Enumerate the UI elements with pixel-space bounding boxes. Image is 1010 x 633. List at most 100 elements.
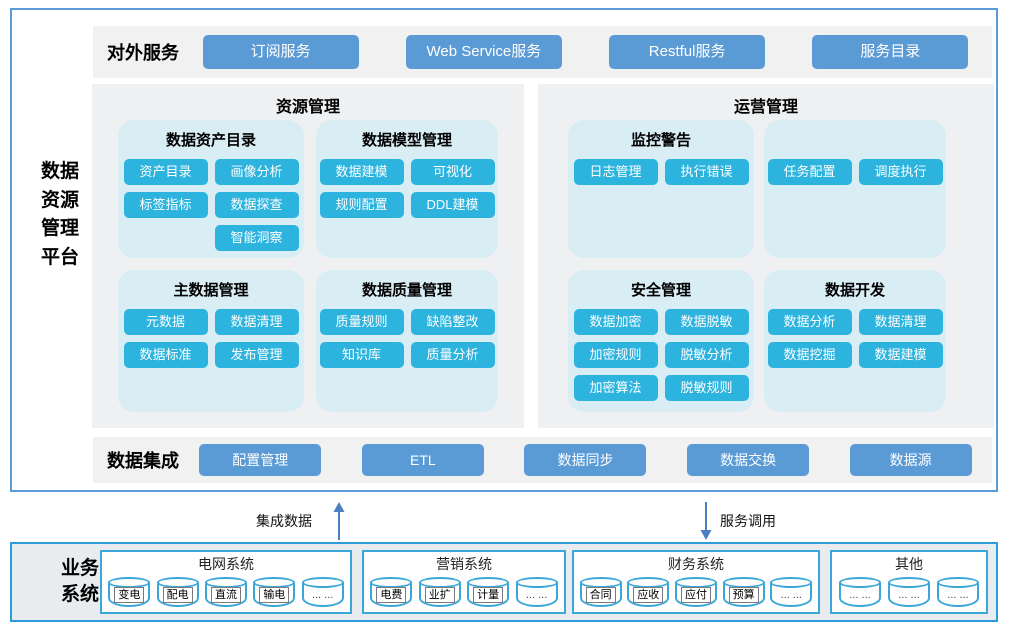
db-label: 直流 <box>210 587 241 603</box>
module-button[interactable]: 数据清理 <box>858 309 943 335</box>
database-cylinder-icon: 业扩 <box>418 577 461 607</box>
db-label: 配电 <box>162 587 193 603</box>
module-button[interactable]: 日志管理 <box>573 159 658 185</box>
platform-title-line: 平台 <box>40 246 79 268</box>
system-title: 其他 <box>895 556 923 572</box>
data-exchange-button[interactable]: 数据交换 <box>687 444 810 476</box>
module-button[interactable]: 脱敏规则 <box>664 375 749 401</box>
database-cylinder-icon: 变电 <box>108 577 151 607</box>
database-cylinder-icon: ... ... <box>839 577 881 607</box>
platform-title: 数据 资源 管理 平台 <box>30 158 90 272</box>
module-button[interactable]: 元数据 <box>123 309 208 335</box>
module-button[interactable]: 数据探查 <box>214 192 299 218</box>
module-button[interactable]: 质量分析 <box>410 342 495 368</box>
module-button[interactable]: 数据建模 <box>858 342 943 368</box>
data-integration-buttons: 配置管理 ETL 数据同步 数据交换 数据源 <box>179 444 992 476</box>
group-title: 数据资产目录 <box>165 132 256 149</box>
database-cylinder-icon: 输电 <box>253 577 296 607</box>
module-button[interactable]: 数据标准 <box>123 342 208 368</box>
external-services-label: 对外服务 <box>107 43 179 63</box>
restful-service-button[interactable]: Restful服务 <box>609 35 766 69</box>
database-cylinder-icon: 配电 <box>156 577 199 607</box>
module-button[interactable]: 加密规则 <box>573 342 658 368</box>
database-cylinder-icon: ... ... <box>937 577 979 607</box>
group-title: 数据开发 <box>824 282 885 299</box>
database-cylinder-icon: ... ... <box>301 577 344 607</box>
module-button[interactable]: 规则配置 <box>319 192 404 218</box>
module-button[interactable]: 智能洞察 <box>214 225 299 251</box>
module-button[interactable]: 画像分析 <box>214 159 299 185</box>
system-title: 财务系统 <box>668 556 724 572</box>
module-button[interactable]: 数据清理 <box>214 309 299 335</box>
data-source-button[interactable]: 数据源 <box>849 444 972 476</box>
business-systems-box: 业务 系统 电网系统 变电 配电 直流 输电 ... ... 营销系统 电费 业… <box>10 542 998 622</box>
module-button[interactable]: 数据加密 <box>573 309 658 335</box>
platform-title-line: 数据 <box>40 161 79 182</box>
system-other: 其他 ... ... ... ... ... ... <box>830 550 988 614</box>
module-button[interactable]: 数据建模 <box>319 159 404 185</box>
data-integration-row: 数据集成 配置管理 ETL 数据同步 数据交换 数据源 <box>93 437 992 483</box>
module-button[interactable]: 加密算法 <box>573 375 658 401</box>
db-label: ... ... <box>947 589 969 601</box>
module-button[interactable]: 可视化 <box>410 159 495 185</box>
web-service-button[interactable]: Web Service服务 <box>405 35 562 69</box>
module-button[interactable]: 任务配置 <box>767 159 852 185</box>
group-master-data-mgmt: 主数据管理 元数据 数据清理 数据标准 发布管理 <box>118 270 304 412</box>
module-button[interactable]: 数据脱敏 <box>664 309 749 335</box>
etl-button[interactable]: ETL <box>361 444 484 476</box>
group-security-mgmt: 安全管理 数据加密 数据脱敏 加密规则 脱敏分析 加密算法 脱敏规则 <box>568 270 754 412</box>
group-title: 数据质量管理 <box>361 282 452 299</box>
system-grid: 电网系统 变电 配电 直流 输电 ... ... <box>100 550 352 614</box>
group-title: 安全管理 <box>630 282 691 299</box>
db-label: 合同 <box>585 587 616 603</box>
db-label: 计量 <box>473 587 504 603</box>
db-label: 输电 <box>259 587 290 603</box>
business-systems-label-line: 业务 <box>60 558 99 579</box>
db-label: ... ... <box>525 589 548 601</box>
module-button[interactable]: DDL建模 <box>410 192 495 218</box>
module-button[interactable]: 调度执行 <box>858 159 943 185</box>
db-label: ... ... <box>849 589 871 601</box>
group-title <box>764 130 946 152</box>
module-button[interactable]: 资产目录 <box>123 159 208 185</box>
module-button[interactable]: 发布管理 <box>214 342 299 368</box>
module-button[interactable]: 缺陷整改 <box>410 309 495 335</box>
db-label: ... ... <box>311 589 334 601</box>
data-integration-label: 数据集成 <box>107 451 179 471</box>
group-data-dev: 数据开发 数据分析 数据清理 数据挖掘 数据建模 <box>764 270 946 412</box>
group-title: 监控警告 <box>630 132 691 149</box>
group-task-schedule: 任务配置 调度执行 <box>764 120 946 258</box>
module-button[interactable]: 脱敏分析 <box>664 342 749 368</box>
db-label: ... ... <box>898 589 920 601</box>
database-cylinder-icon: 直流 <box>204 577 247 607</box>
arrow-down-icon <box>700 502 712 540</box>
subscribe-service-button[interactable]: 订阅服务 <box>202 35 359 69</box>
db-label: 业扩 <box>424 587 455 603</box>
group-title: 主数据管理 <box>173 282 249 299</box>
database-cylinder-icon: 计量 <box>467 577 510 607</box>
module-button[interactable]: 质量规则 <box>319 309 404 335</box>
module-button[interactable]: 知识库 <box>319 342 404 368</box>
integrate-data-flow-label: 集成数据 <box>256 513 312 529</box>
module-button[interactable]: 标签指标 <box>123 192 208 218</box>
external-services-buttons: 订阅服务 Web Service服务 Restful服务 服务目录 <box>179 35 992 69</box>
database-cylinder-icon: 合同 <box>579 577 622 607</box>
group-data-asset-catalog: 数据资产目录 资产目录 画像分析 标签指标 数据探查 智能洞察 <box>118 120 304 258</box>
platform-title-line: 管理 <box>40 218 79 239</box>
db-label: 预算 <box>728 587 759 603</box>
module-button[interactable]: 数据挖掘 <box>767 342 852 368</box>
platform-box: 数据 资源 管理 平台 对外服务 订阅服务 Web Service服务 Rest… <box>10 8 998 492</box>
config-management-button[interactable]: 配置管理 <box>199 444 322 476</box>
group-data-model-mgmt: 数据模型管理 数据建模 可视化 规则配置 DDL建模 <box>316 120 498 258</box>
group-data-quality-mgmt: 数据质量管理 质量规则 缺陷整改 知识库 质量分析 <box>316 270 498 412</box>
service-catalog-button[interactable]: 服务目录 <box>812 35 969 69</box>
data-sync-button[interactable]: 数据同步 <box>524 444 647 476</box>
group-monitor-alert: 监控警告 日志管理 执行错误 <box>568 120 754 258</box>
system-title: 营销系统 <box>436 556 492 572</box>
system-finance: 财务系统 合同 应收 应付 预算 ... ... <box>572 550 820 614</box>
service-call-flow-label: 服务调用 <box>720 513 776 529</box>
resource-panel-title: 资源管理 <box>275 99 340 116</box>
module-button[interactable]: 数据分析 <box>767 309 852 335</box>
module-button[interactable]: 执行错误 <box>664 159 749 185</box>
